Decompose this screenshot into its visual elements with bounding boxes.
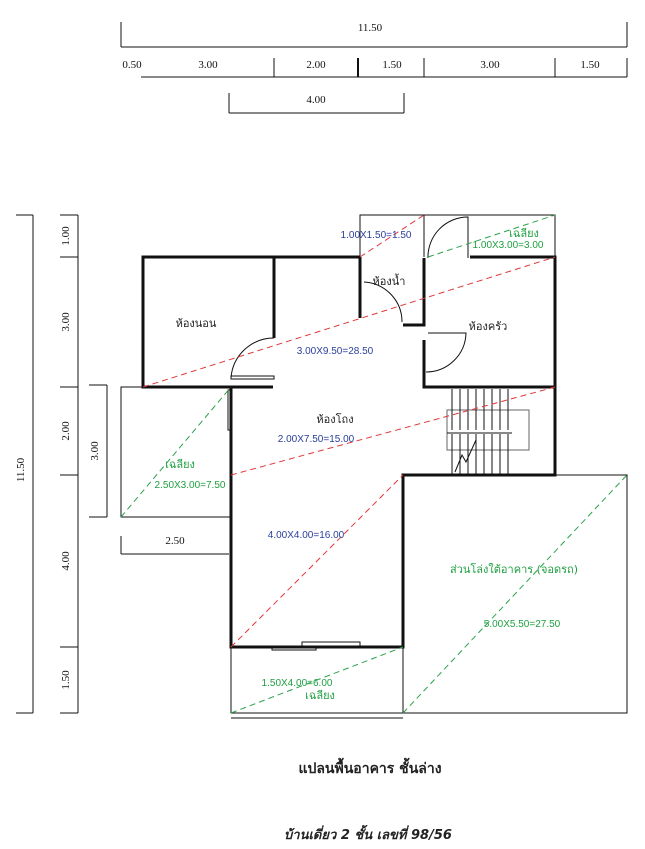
- room-veranda-top: เฉลียง: [509, 227, 539, 240]
- room-veranda-left: เฉลียง: [165, 458, 195, 471]
- top-dimensions: 11.50 0.50 3.00 2.00 1.50 3.00 1.50 4.00: [120, 22, 628, 114]
- walls: [141, 255, 557, 649]
- dim-top-seg: 3.00: [198, 59, 218, 71]
- dim-left-seg: 2.00: [60, 421, 72, 441]
- dim-top-seg: 1.50: [382, 59, 402, 71]
- kitchen-door: [425, 332, 467, 373]
- thin-outlines: [120, 214, 628, 719]
- dim-left-seg: 4.00: [60, 551, 72, 571]
- doors: [227, 216, 469, 651]
- room-bathroom: ห้องน้ำ: [373, 273, 406, 288]
- area-bathroom: 1.00X1.50=1.50: [341, 230, 412, 241]
- dim-bottom-sub: 2.50: [165, 535, 185, 547]
- sliding-door-bottom: [301, 641, 361, 647]
- dim-top-seg: 0.50: [122, 59, 142, 71]
- dim-left-total: 11.50: [15, 457, 27, 482]
- area-veranda-top: 1.00X3.00=3.00: [473, 240, 544, 251]
- area-veranda-left: 2.50X3.00=7.50: [155, 480, 226, 491]
- area-living: 2.00X7.50=15.00: [278, 434, 355, 445]
- bedroom-door: [230, 337, 275, 379]
- area-main: 3.00X9.50=28.50: [297, 346, 374, 357]
- dim-top-seg: 3.00: [480, 59, 500, 71]
- area-parking: 5.00X5.50=27.50: [484, 619, 561, 630]
- bathroom-door: [363, 281, 403, 323]
- dim-top-total: 11.50: [358, 22, 383, 34]
- room-parking: ส่วนโล่งใต้อาคาร (จอดรถ): [450, 562, 578, 576]
- dim-top-seg: 2.00: [306, 59, 326, 71]
- dim-left-seg: 1.00: [60, 226, 72, 246]
- veranda-door: [427, 216, 469, 259]
- room-bedroom: ห้องนอน: [176, 317, 217, 330]
- room-living: ห้องโถง: [316, 412, 353, 426]
- dim-left-seg: 1.50: [60, 670, 72, 690]
- plan-title: แปลนพื้นอาคาร ชั้นล่าง: [298, 757, 441, 777]
- dim-top-sub: 4.00: [306, 94, 326, 106]
- plan-subtitle: บ้านเดี่ยว 2 ชั้น เลขที่ 98/56: [284, 824, 452, 843]
- area-diagonals: [120, 214, 628, 714]
- dim-top-seg: 1.50: [580, 59, 600, 71]
- sliding-door-left: [227, 389, 232, 431]
- room-veranda-bottom: เฉลียง: [305, 689, 335, 702]
- stairs: [446, 389, 530, 474]
- area-lower: 4.00X4.00=16.00: [268, 530, 345, 541]
- dim-left-seg: 3.00: [60, 312, 72, 332]
- left-dimensions: 11.50 1.00 3.00 2.00 4.00 1.50 3.00 2.50: [15, 214, 229, 714]
- dim-left-sub: 3.00: [89, 441, 101, 461]
- room-kitchen: ห้องครัว: [469, 320, 508, 333]
- area-veranda-bottom: 1.50X4.00=6.00: [262, 678, 333, 689]
